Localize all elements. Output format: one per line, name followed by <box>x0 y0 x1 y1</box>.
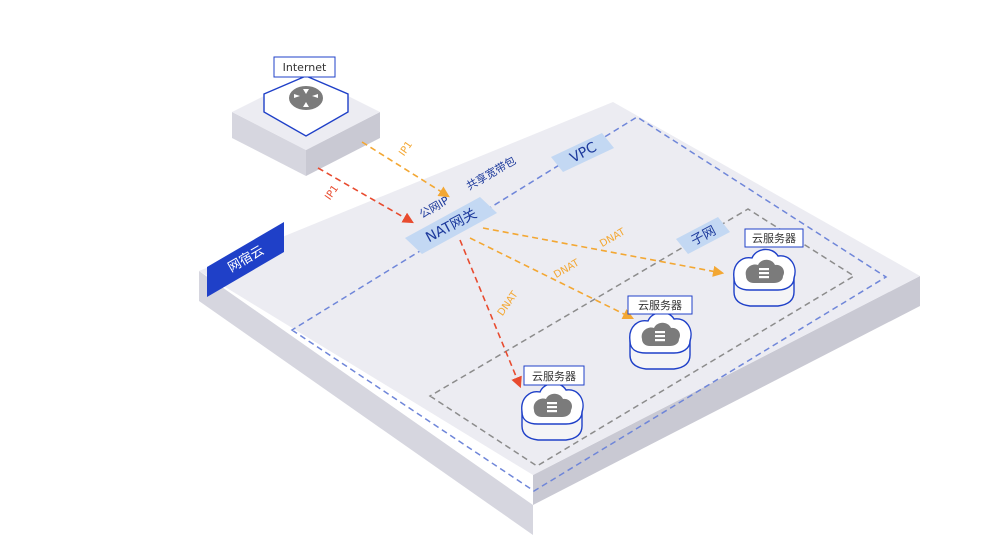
ip1-orange-label: IP1 <box>397 139 415 158</box>
server-label-box-middle <box>627 295 693 315</box>
arrow-ip1-red <box>317 167 414 224</box>
server-label-right: 云服务器 <box>752 232 796 245</box>
platform-top-face <box>199 102 920 475</box>
arrow-dnat-server-right <box>482 227 725 277</box>
cloud-server-right: 云服务器 <box>733 228 804 307</box>
server-label-box-left <box>523 365 585 386</box>
cloud-server-left: 云服务器 <box>521 365 585 441</box>
traffic-arrows <box>317 141 725 389</box>
server-label-box-right <box>744 228 804 248</box>
router-icon <box>263 75 349 137</box>
server-label-left: 云服务器 <box>532 370 576 383</box>
cloud-server-middle: 云服务器 <box>627 295 693 370</box>
server-label-middle: 云服务器 <box>638 299 682 312</box>
subnet-boundary <box>428 208 856 467</box>
internet-label-box <box>273 56 336 78</box>
arrow-dnat-server-left <box>459 239 522 389</box>
vpc-boundary <box>290 116 888 492</box>
platform-right-face <box>533 276 920 505</box>
ip1-red-label: IP1 <box>323 183 341 202</box>
internet-label: Internet <box>283 61 327 74</box>
internet-node: Internet <box>232 56 380 176</box>
arrow-ip1-orange <box>361 141 450 198</box>
cloud-platform <box>199 102 920 535</box>
platform-left-face <box>199 271 533 535</box>
arrow-dnat-server-middle <box>469 237 635 320</box>
